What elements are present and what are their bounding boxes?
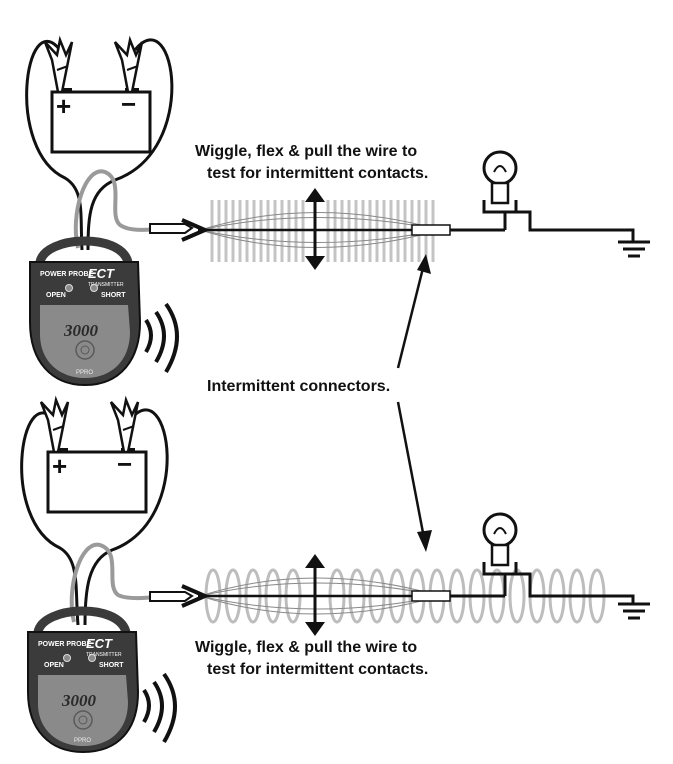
transmitter-model: ECT — [86, 636, 113, 651]
short-label: SHORT — [99, 662, 124, 669]
bottom-gray-lead — [69, 542, 163, 623]
bottom-caption-line1: Wiggle, flex & pull the wire to — [195, 639, 417, 656]
short-led-icon — [88, 654, 96, 662]
short-label: SHORT — [101, 292, 126, 299]
bottom-probe-clip — [149, 591, 194, 602]
bottom-intermittent-connector — [411, 590, 451, 602]
top-black-lead-loop — [25, 38, 174, 251]
transmitter-badge: PPRO — [76, 370, 93, 376]
top-probe-clip — [149, 223, 194, 234]
double-arrow-icon — [305, 554, 325, 636]
top-motion-lines — [199, 212, 441, 248]
speaker-icon — [73, 710, 93, 730]
arrow-up-icon — [417, 254, 431, 274]
top-intermittent-connector — [411, 224, 451, 236]
open-label: OPEN — [44, 662, 64, 669]
alligator-clip-icon — [39, 395, 70, 454]
bottom-ground-wire — [503, 572, 635, 604]
transmitter-number: 3000 — [61, 691, 97, 710]
bottom-caption-line2: test for intermittent contacts. — [207, 661, 428, 678]
sound-wave-icon — [144, 302, 179, 374]
open-led-icon — [63, 654, 71, 662]
top-ground-wire — [503, 210, 635, 242]
battery-minus-label: − — [121, 89, 136, 119]
battery-plus-label: + — [56, 91, 71, 121]
transmitter-device: POWER PROBE ECT TRANSMITTER OPEN SHORT 3… — [27, 606, 140, 754]
top-panel: + − POWER PROBE ECT TRANSMITTER OPEN SHO… — [25, 35, 650, 387]
bottom-probe-jaw — [181, 584, 211, 608]
double-arrow-icon — [305, 188, 325, 270]
middle-annotation: Intermittent connectors. — [207, 254, 432, 552]
bottom-motion-lines — [199, 577, 441, 615]
battery-icon: + − — [46, 448, 148, 514]
middle-caption: Intermittent connectors. — [207, 378, 390, 395]
top-probe-jaw — [181, 218, 211, 242]
arrow-down-icon — [417, 530, 432, 552]
bulb-icon — [482, 150, 518, 214]
alligator-clip-icon — [43, 35, 74, 94]
short-led-icon — [90, 284, 98, 292]
transmitter-brand: POWER PROBE — [38, 641, 92, 648]
alligator-clip-icon — [109, 395, 140, 454]
battery-icon: + − — [50, 88, 152, 154]
open-led-icon — [65, 284, 73, 292]
sound-wave-icon — [142, 672, 177, 744]
open-label: OPEN — [46, 292, 66, 299]
bottom-panel: + − POWER PROBE ECT TRANSMITTER OPEN SHO… — [20, 395, 650, 754]
top-gray-lead — [73, 169, 166, 249]
top-caption-line1: Wiggle, flex & pull the wire to — [195, 143, 417, 160]
transmitter-device: POWER PROBE ECT TRANSMITTER OPEN SHORT 3… — [29, 236, 142, 387]
alligator-clip-icon — [113, 35, 144, 94]
bottom-black-lead-loop — [20, 408, 169, 626]
ground-icon — [618, 602, 650, 620]
battery-plus-label: + — [52, 451, 67, 481]
top-caption-line2: test for intermittent contacts. — [207, 165, 428, 182]
transmitter-number: 3000 — [63, 321, 99, 340]
speaker-icon — [75, 340, 95, 360]
transmitter-brand: POWER PROBE — [40, 271, 94, 278]
bulb-icon — [482, 512, 518, 576]
transmitter-subtitle: TRANSMITTER — [88, 282, 124, 288]
transmitter-model: ECT — [88, 266, 115, 281]
battery-minus-label: − — [117, 449, 132, 479]
transmitter-subtitle: TRANSMITTER — [86, 652, 122, 658]
ground-icon — [618, 240, 650, 258]
transmitter-badge: PPRO — [74, 738, 91, 744]
